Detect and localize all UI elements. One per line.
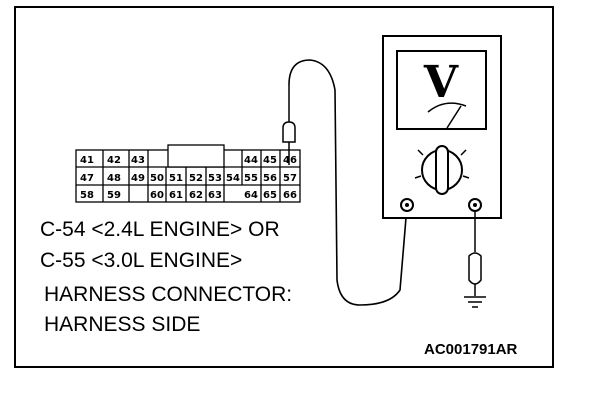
pin-51: 51 — [169, 173, 183, 184]
test-lead-wire — [288, 59, 408, 306]
pin-64: 64 — [244, 190, 258, 201]
pin-50: 50 — [150, 173, 164, 184]
pin-57: 57 — [283, 173, 297, 184]
pin-43: 43 — [131, 155, 145, 166]
pin-53: 53 — [208, 173, 222, 184]
pin-59: 59 — [107, 190, 121, 201]
pin-45: 45 — [263, 155, 277, 166]
probe-positive — [282, 85, 296, 165]
pin-58: 58 — [80, 190, 94, 201]
connector-pin-labels: 41 42 43 44 45 46 47 48 49 50 51 52 53 5… — [80, 155, 297, 201]
pin-66: 66 — [283, 190, 297, 201]
connector-label-line-4: HARNESS SIDE — [44, 313, 201, 336]
pin-54: 54 — [226, 173, 240, 184]
pin-52: 52 — [189, 173, 203, 184]
pin-47: 47 — [80, 173, 94, 184]
pin-56: 56 — [263, 173, 277, 184]
pin-41: 41 — [80, 155, 94, 166]
pin-60: 60 — [150, 190, 164, 201]
connector-label-line-3: HARNESS CONNECTOR: — [44, 283, 293, 306]
pin-44: 44 — [244, 155, 258, 166]
probe-negative — [468, 211, 482, 296]
pin-62: 62 — [189, 190, 203, 201]
figure-id: AC001791AR — [424, 341, 518, 358]
harness-connector — [75, 144, 301, 203]
pin-42: 42 — [107, 155, 121, 166]
pin-61: 61 — [169, 190, 183, 201]
diagram-frame — [14, 6, 554, 368]
pin-48: 48 — [107, 173, 121, 184]
voltmeter-display — [396, 50, 487, 130]
pin-63: 63 — [208, 190, 222, 201]
pin-46: 46 — [283, 155, 297, 166]
connector-label-line-1: C-54 <2.4L ENGINE> OR — [40, 218, 280, 241]
pin-55: 55 — [244, 173, 258, 184]
connector-label-line-2: C-55 <3.0L ENGINE> — [40, 249, 243, 272]
pin-49: 49 — [131, 173, 145, 184]
terminal-positive — [400, 198, 414, 212]
voltmeter — [382, 35, 502, 219]
ground-symbol — [464, 296, 486, 308]
voltmeter-symbol: V — [423, 57, 459, 108]
pin-65: 65 — [263, 190, 277, 201]
